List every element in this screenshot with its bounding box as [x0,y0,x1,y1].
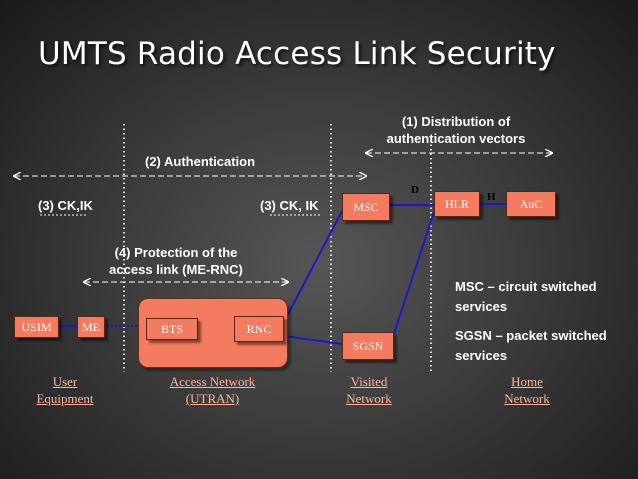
access-caption-line2: (UTRAN) [185,391,240,406]
visited-caption-line1: Visited [350,374,388,389]
link-rnc-msc [284,210,343,321]
msc-note-line2: services [455,299,508,314]
sgsn-note-line2: services [455,348,508,363]
protection-label-line2: access link (ME-RNC) [109,262,243,277]
usim-node: USIM [14,316,59,338]
home-caption-line1: Home [511,374,543,389]
distribution-label: (1) Distribution of authentication vecto… [376,113,536,147]
visited-network-caption: Visited Network [334,373,404,407]
user-equipment-caption: User Equipment [20,373,110,407]
msc-note-line1: MSC – circuit switched [455,279,597,294]
protection-label-line1: (4) Protection of the [114,245,238,260]
interface-h-label: H [487,191,496,203]
sgsn-note: SGSN – packet switched services [455,326,607,366]
protection-label: (4) Protection of the access link (ME-RN… [102,244,250,278]
user-caption-line1: User [52,374,78,389]
link-sgsn-hlr [391,211,435,341]
interface-d-label: D [411,184,419,196]
ckik-right-label: (3) CK, IK [260,198,319,213]
authentication-label: (2) Authentication [145,154,256,169]
slide-title: UMTS Radio Access Link Security [38,36,556,72]
home-caption-line2: Network [504,391,550,406]
distribution-label-line1: (1) Distribution of [401,114,511,129]
msc-node: MSC [342,193,390,221]
sgsn-node: SGSN [342,332,394,360]
auc-node: AuC [506,191,556,217]
ckik-left-label: (3) CK,IK [38,198,93,213]
distribution-label-line2: authentication vectors [386,131,526,146]
me-node: ME [77,316,105,338]
link-rnc-sgsn [283,335,343,345]
msc-note: MSC – circuit switched services [455,277,597,317]
user-caption-line2: Equipment [36,391,94,406]
bts-node: BTS [146,318,198,340]
home-network-caption: Home Network [492,373,562,407]
rnc-node: RNC [234,316,284,342]
access-network-caption: Access Network (UTRAN) [150,373,275,407]
access-caption-line1: Access Network [169,374,256,389]
sgsn-note-line1: SGSN – packet switched [455,328,607,343]
hlr-node: HLR [434,191,480,217]
visited-caption-line2: Network [346,391,392,406]
